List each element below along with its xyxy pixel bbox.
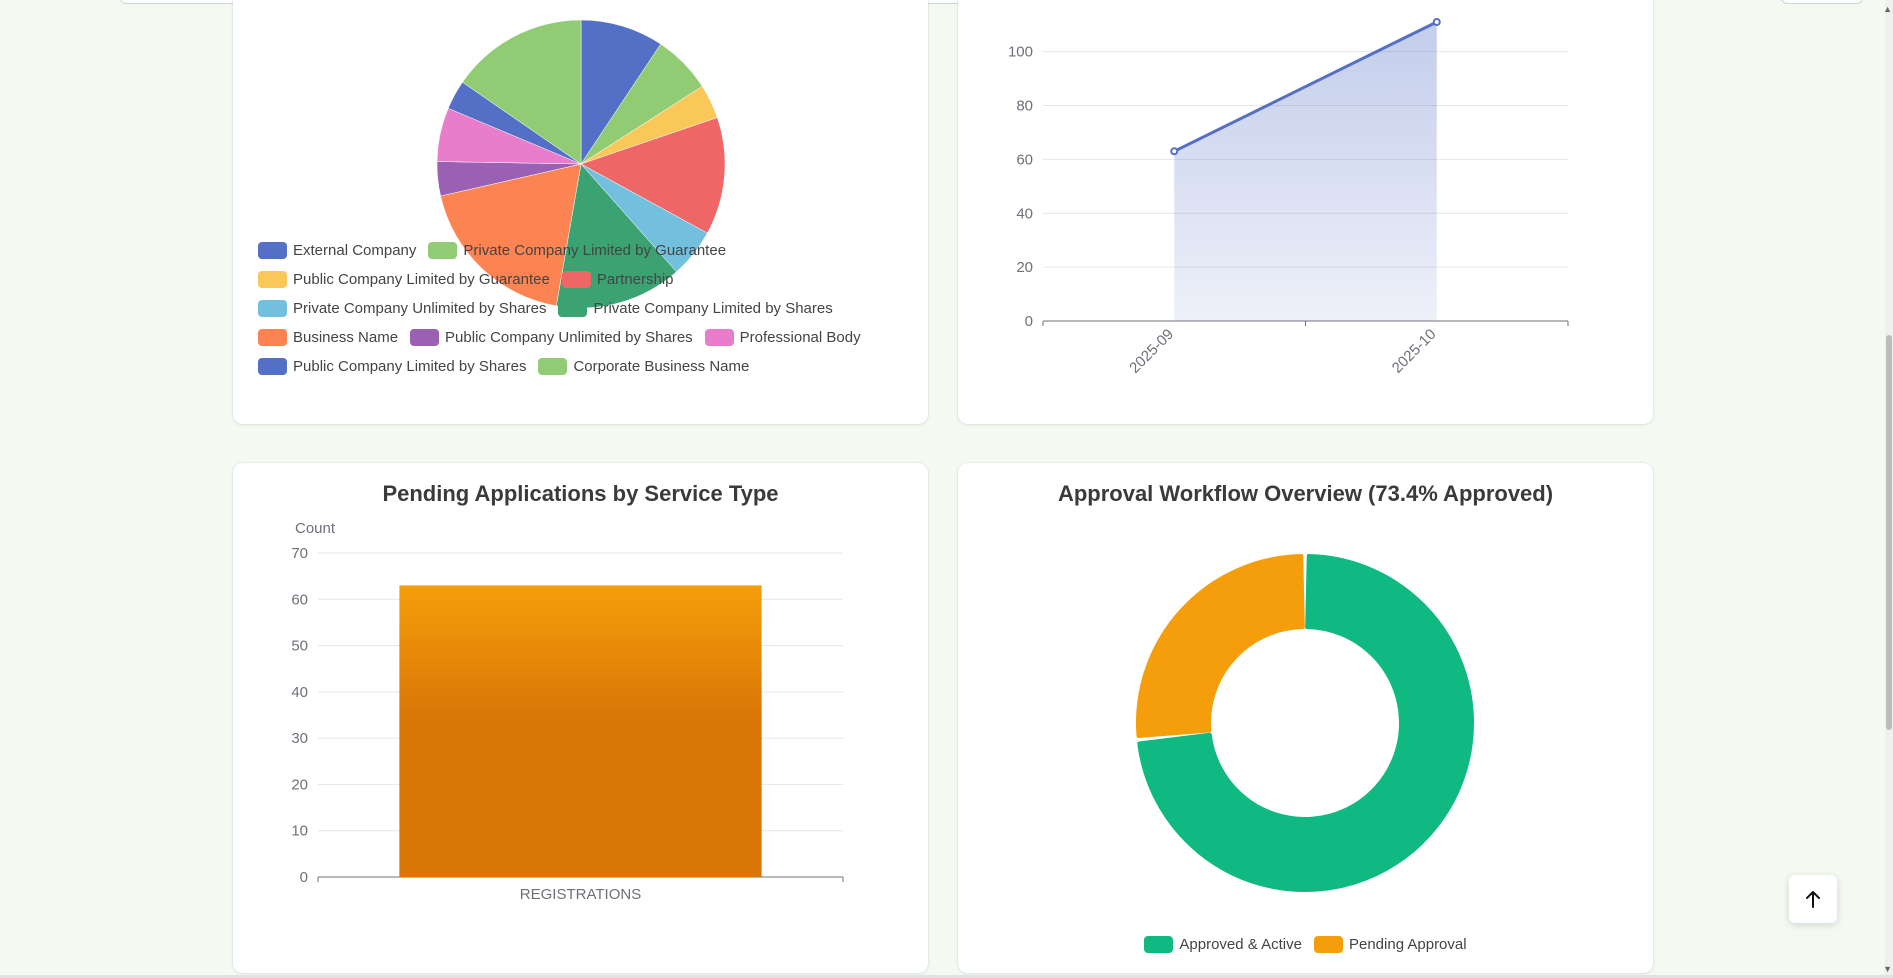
- legend-label: Private Company Limited by Shares: [593, 300, 833, 317]
- y-tick-label: 30: [291, 730, 308, 747]
- donut-slice: [1136, 554, 1305, 739]
- legend-label: Private Company Unlimited by Shares: [293, 300, 547, 317]
- pending-applications-title: Pending Applications by Service Type: [382, 481, 779, 506]
- y-tick-label: 80: [1016, 98, 1033, 115]
- legend-swatch: [704, 329, 734, 346]
- y-tick-label: 10: [291, 823, 308, 840]
- legend-label: Public Company Limited by Shares: [293, 358, 527, 375]
- legend-swatch: [561, 271, 591, 288]
- legend-swatch: [258, 300, 287, 317]
- trend-area-chart: 0 20 40 60 80 100 2025-09 2025-10: [1008, 18, 1569, 377]
- y-tick-label: 60: [1016, 151, 1033, 168]
- y-tick-label: 40: [291, 684, 308, 701]
- y-tick-label: 60: [291, 591, 308, 608]
- y-tick-label: 40: [1016, 205, 1033, 222]
- legend-item[interactable]: Professional Body: [704, 328, 861, 347]
- legend-item[interactable]: Private Company Limited by Shares: [558, 299, 833, 318]
- legend-label: Private Company Limited by Guarantee: [463, 242, 727, 259]
- legend-label: Partnership: [596, 271, 674, 288]
- approval-workflow-title: Approval Workflow Overview (73.4% Approv…: [1057, 481, 1554, 506]
- legend-label: Approved & Active: [1179, 936, 1302, 953]
- scroll-down-arrow-icon[interactable]: ▼: [1883, 964, 1892, 974]
- legend-label: Public Company Limited by Guarantee: [293, 271, 550, 288]
- pie-slice: [580, 19, 662, 165]
- legend-swatch: [558, 300, 588, 317]
- legend-swatch: [1313, 936, 1343, 953]
- legend-swatch: [258, 329, 287, 346]
- legend-swatch: [538, 358, 568, 375]
- legend-label: Professional Body: [739, 329, 861, 346]
- legend-item[interactable]: Private Company Limited by Guarantee: [428, 241, 726, 260]
- approval-workflow-donut-chart: [1136, 554, 1474, 892]
- legend-item[interactable]: External Company: [258, 241, 416, 260]
- legend-swatch: [1144, 936, 1174, 953]
- legend-item[interactable]: Private Company Unlimited by Shares: [258, 299, 546, 318]
- legend-label: Corporate Business Name: [573, 358, 750, 375]
- y-axis-title: Count: [295, 520, 336, 537]
- x-tick-label: REGISTRATIONS: [520, 886, 641, 903]
- scrollbar-thumb[interactable]: [1886, 335, 1892, 730]
- back-to-top-button[interactable]: [1789, 875, 1837, 923]
- legend-swatch: [258, 242, 287, 259]
- legend-item[interactable]: Corporate Business Name: [538, 357, 749, 376]
- legend-item[interactable]: Approved & Active: [1144, 935, 1302, 954]
- legend-label: Business Name: [293, 329, 399, 346]
- data-point: [1170, 147, 1179, 156]
- y-tick-label: 50: [291, 638, 308, 655]
- legend-label: External Company: [293, 242, 417, 259]
- legend-item[interactable]: Partnership: [561, 270, 674, 289]
- arrow-up-icon: [1806, 891, 1820, 908]
- legend-item[interactable]: Business Name: [258, 328, 398, 347]
- donut-slice: [1137, 554, 1474, 892]
- legend-item[interactable]: Pending Approval: [1313, 935, 1467, 954]
- page-scrollbar[interactable]: ▲ ▼: [1883, 0, 1893, 978]
- legend-item[interactable]: Public Company Limited by Guarantee: [258, 270, 550, 289]
- legend-swatch: [258, 358, 287, 375]
- pending-applications-card: Pending Applications by Service Type Cou…: [233, 463, 928, 973]
- scroll-up-arrow-icon[interactable]: ▲: [1883, 4, 1892, 14]
- donut-legend: Approved & Active Pending Approval: [958, 935, 1653, 954]
- y-tick-label: 100: [1008, 44, 1033, 61]
- bar: [399, 585, 762, 877]
- pie-slice: [440, 163, 582, 307]
- y-tick-label: 0: [300, 869, 308, 886]
- x-tick-label: 2025-09: [1126, 326, 1177, 377]
- area-fill: [1174, 22, 1437, 321]
- y-tick-label: 70: [291, 545, 308, 562]
- pie-slice: [462, 19, 582, 165]
- legend-label: Pending Approval: [1348, 936, 1467, 953]
- y-tick-label: 0: [1025, 313, 1033, 330]
- legend-item[interactable]: Public Company Unlimited by Shares: [410, 328, 693, 347]
- legend-swatch: [410, 329, 440, 346]
- y-tick-label: 20: [291, 776, 308, 793]
- x-tick-label: 2025-10: [1389, 326, 1440, 377]
- bottom-edge: [0, 975, 1893, 978]
- data-point: [1432, 18, 1441, 26]
- legend-item[interactable]: Public Company Limited by Shares: [258, 357, 526, 376]
- legend-swatch: [428, 242, 458, 259]
- top-right-panel-edge: [1781, 0, 1863, 4]
- series-line: [1173, 20, 1438, 153]
- approval-workflow-card: Approval Workflow Overview (73.4% Approv…: [958, 463, 1653, 973]
- legend-swatch: [258, 271, 287, 288]
- legend-label: Public Company Unlimited by Shares: [445, 329, 693, 346]
- trend-area-chart-card: 0 20 40 60 80 100 2025-09 2025-10: [958, 0, 1653, 424]
- y-tick-label: 20: [1016, 259, 1033, 276]
- pie-slice: [580, 117, 726, 234]
